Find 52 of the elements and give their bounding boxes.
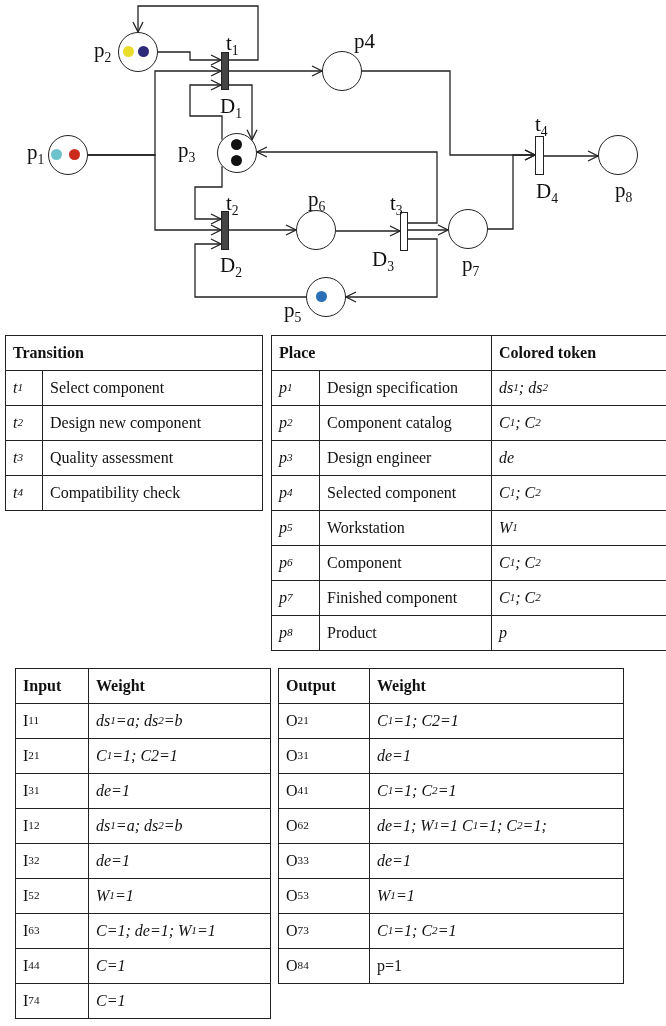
arc-arrow	[487, 149, 536, 230]
transition-bar	[535, 136, 544, 175]
table-cell: Compatibility check	[42, 475, 263, 511]
place-label: p$_{7}$	[462, 254, 480, 279]
transition-label: t$_{2}$	[226, 193, 239, 218]
place-circle	[306, 277, 346, 317]
place-label: p$_{1}$	[27, 142, 45, 167]
arc-arrow	[228, 65, 323, 77]
place-circle	[322, 51, 362, 91]
transition-bar	[400, 212, 408, 251]
arc-arrow	[345, 238, 438, 303]
arc-arrow	[228, 84, 258, 141]
transition-label: t$_{1}$	[226, 33, 239, 58]
place-label: p$_{5}$	[284, 300, 302, 325]
arc-arrow	[256, 146, 438, 224]
delay-label: D$_{1}$	[220, 96, 242, 121]
place-circle	[448, 209, 488, 249]
table-cell: p=1	[369, 948, 624, 984]
table-header-cell: Weight	[369, 668, 624, 704]
arc-arrow	[407, 224, 449, 236]
table-header-cell: Input	[15, 668, 89, 704]
table-header-cell: Transition	[5, 335, 263, 371]
place-circle	[217, 133, 257, 173]
table-header-cell: Place	[271, 335, 492, 371]
place-circle	[48, 135, 88, 175]
arc-arrow	[543, 150, 599, 162]
transition-bar	[221, 211, 229, 250]
table-header-cell: Output	[278, 668, 370, 704]
arc-arrow	[189, 79, 223, 141]
arc-arrow	[132, 5, 259, 61]
place-label: p$_{8}$	[615, 180, 633, 205]
arc-arrow	[228, 224, 297, 236]
table-header-cell: Weight	[88, 668, 271, 704]
arc-arrow	[335, 225, 401, 237]
place-label: p$_{3}$	[178, 140, 196, 165]
place-circle	[598, 135, 638, 175]
delay-label: D$_{3}$	[372, 249, 394, 274]
place-circle	[296, 210, 336, 250]
arc-arrow	[157, 51, 222, 66]
arc-arrow	[194, 165, 223, 225]
arc-arrow	[194, 238, 307, 298]
transition-label: t$_{4}$	[535, 114, 548, 139]
table-cell: C=1	[88, 983, 271, 1019]
transition-label: t$_{3}$	[390, 193, 403, 218]
arc-arrow	[87, 154, 222, 236]
place-circle	[118, 32, 158, 72]
delay-label: D$_{4}$	[536, 181, 558, 206]
delay-label: D$_{2}$	[220, 255, 242, 280]
place-label: p$_{2}$	[94, 40, 112, 65]
place-label: p$_{6}$	[308, 189, 326, 214]
place-label: p4	[354, 31, 375, 52]
transition-bar	[221, 52, 229, 90]
